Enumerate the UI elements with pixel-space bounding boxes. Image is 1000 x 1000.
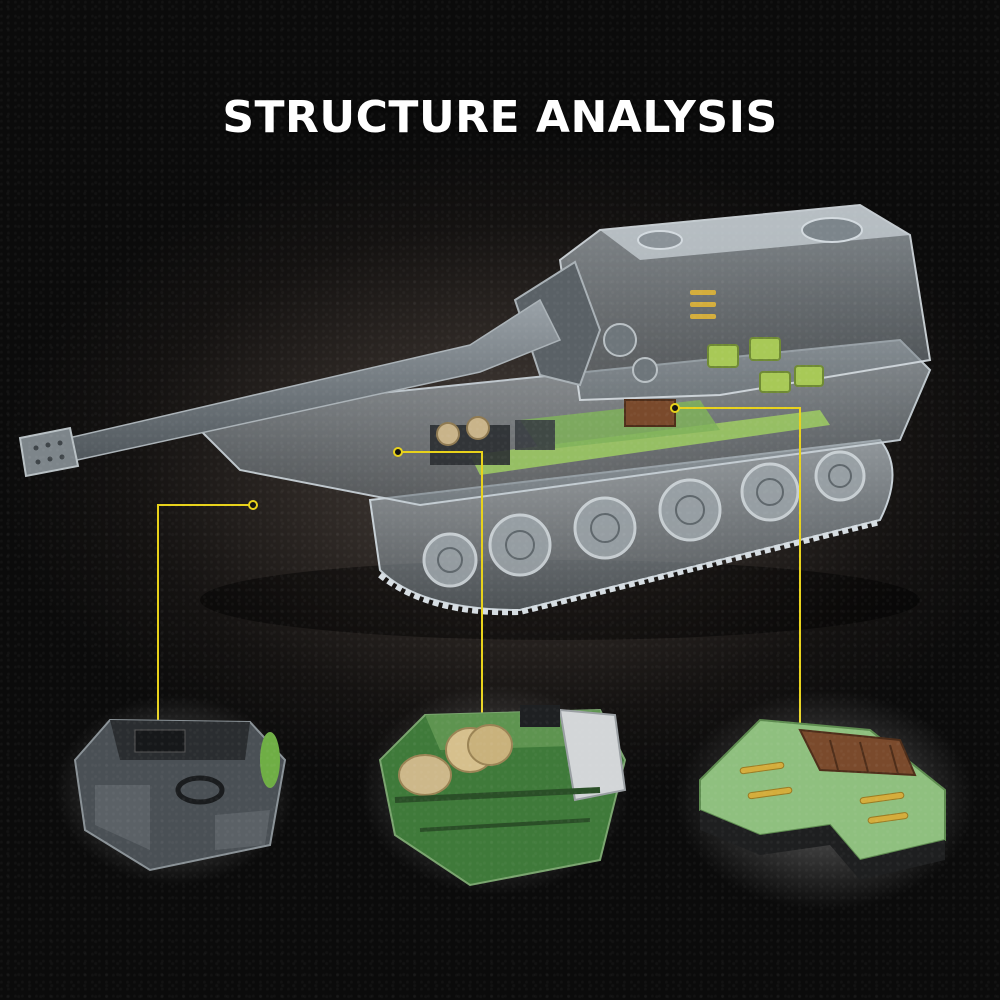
main-gun [18, 298, 562, 478]
track-assembly [368, 438, 894, 616]
engine-bay [430, 399, 676, 465]
page-title: STRUCTURE ANALYSIS [222, 92, 778, 143]
casemate [513, 203, 932, 402]
callout-lines [153, 403, 805, 773]
engine-module [360, 685, 630, 895]
ammo-rack-module [675, 690, 975, 910]
crew-seats [707, 337, 824, 393]
tank-model [18, 203, 932, 640]
driver-module [55, 695, 295, 885]
